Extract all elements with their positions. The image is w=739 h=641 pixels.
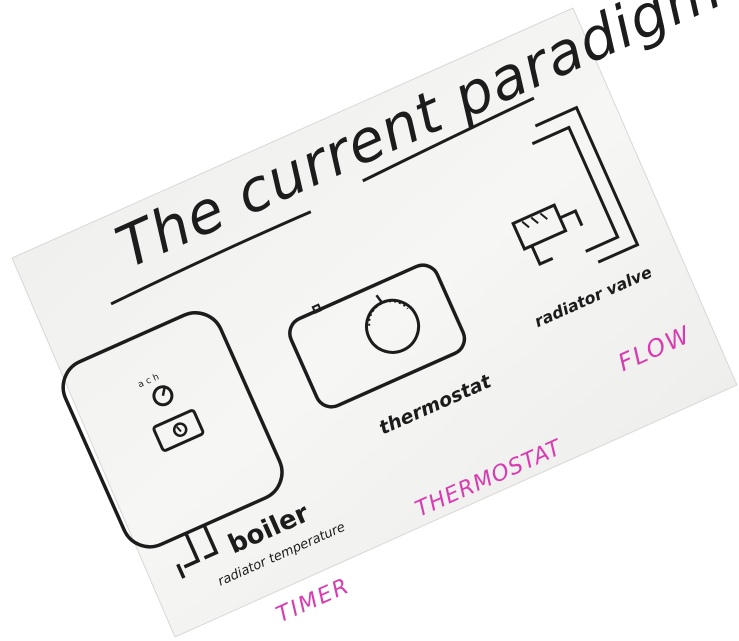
whiteboard-photo: The current paradigm a c h boiler radiat… <box>0 0 739 641</box>
whiteboard-drawing: The current paradigm a c h boiler radiat… <box>0 0 739 641</box>
